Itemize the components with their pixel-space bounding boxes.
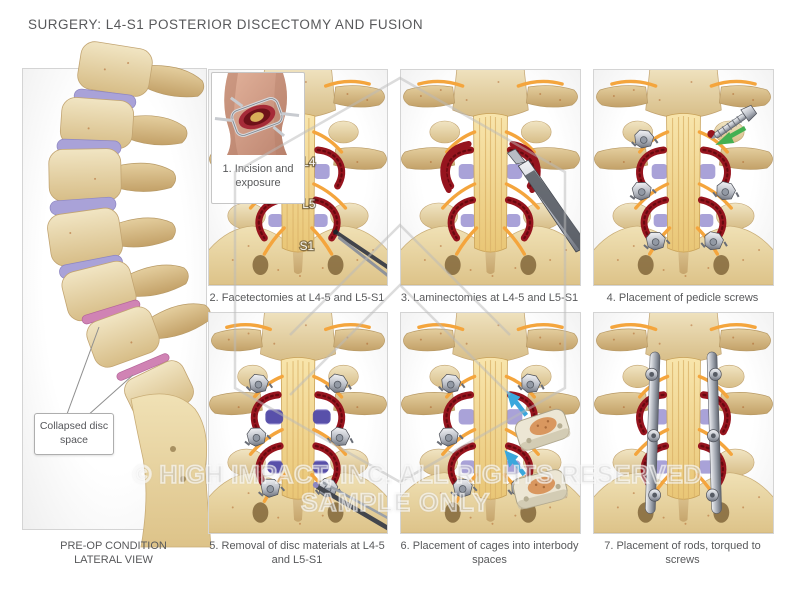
green-arrow-icon [715,126,747,145]
rod-placement-illustration [594,313,773,533]
lateral-caption-line2: LATERAL VIEW [74,554,153,567]
panel-pedicle-screws [593,69,774,286]
panel-rods [593,312,774,534]
caption-disc-removal: 5. Removal of disc materials at L4-5 and… [209,540,385,567]
discectomy-illustration [209,313,387,533]
cage-placement-illustration [401,313,580,533]
laminectomy-illustration [401,70,580,285]
collapsed-disc-label: Collapsed disc space [34,413,114,455]
sacrum [130,393,212,548]
page-title: SURGERY: L4-S1 POSTERIOR DISCECTOMY AND … [28,17,424,32]
panel-cages [400,312,581,534]
pedicle-screw-illustration [594,70,773,285]
panel-disc-removal [208,312,388,534]
pituitary-rongeur-instrument [312,481,387,531]
vertebra-label-s1: S1 [300,239,315,253]
caption-rods: 7. Placement of rods, torqued to screws [604,540,761,567]
panel-facetectomies: L4 L5 S1 [208,69,388,286]
collapsed-disc-2 [116,353,170,381]
incision-illustration [214,73,300,155]
lateral-spine-illustration [47,41,212,548]
caption-pedicle-screws: 4. Placement of pedicle screws [606,292,759,304]
inserting-screw [710,104,758,140]
spinal-rods [645,351,722,514]
lateral-caption-line1: PRE-OP CONDITION [60,540,167,552]
caption-cages: 6. Placement of cages into interbody spa… [400,540,579,567]
panel-laminectomies [400,69,581,286]
incision-inset: 1. Incision and exposure [211,72,305,204]
lateral-caption: PRE-OP CONDITION LATERAL VIEW [22,539,205,568]
lateral-vertebrae [47,41,212,548]
caption-laminectomies: 3. Laminectomies at L4-5 and L5-S1 [400,292,579,304]
step1-label: 1. Incision and exposure [222,163,294,189]
rod-locking-bolts [645,367,722,502]
preop-lateral-panel: Collapsed disc space [22,41,212,548]
caption-facetectomies: 2. Facetectomies at L4-5 and L5-S1 [209,292,385,304]
